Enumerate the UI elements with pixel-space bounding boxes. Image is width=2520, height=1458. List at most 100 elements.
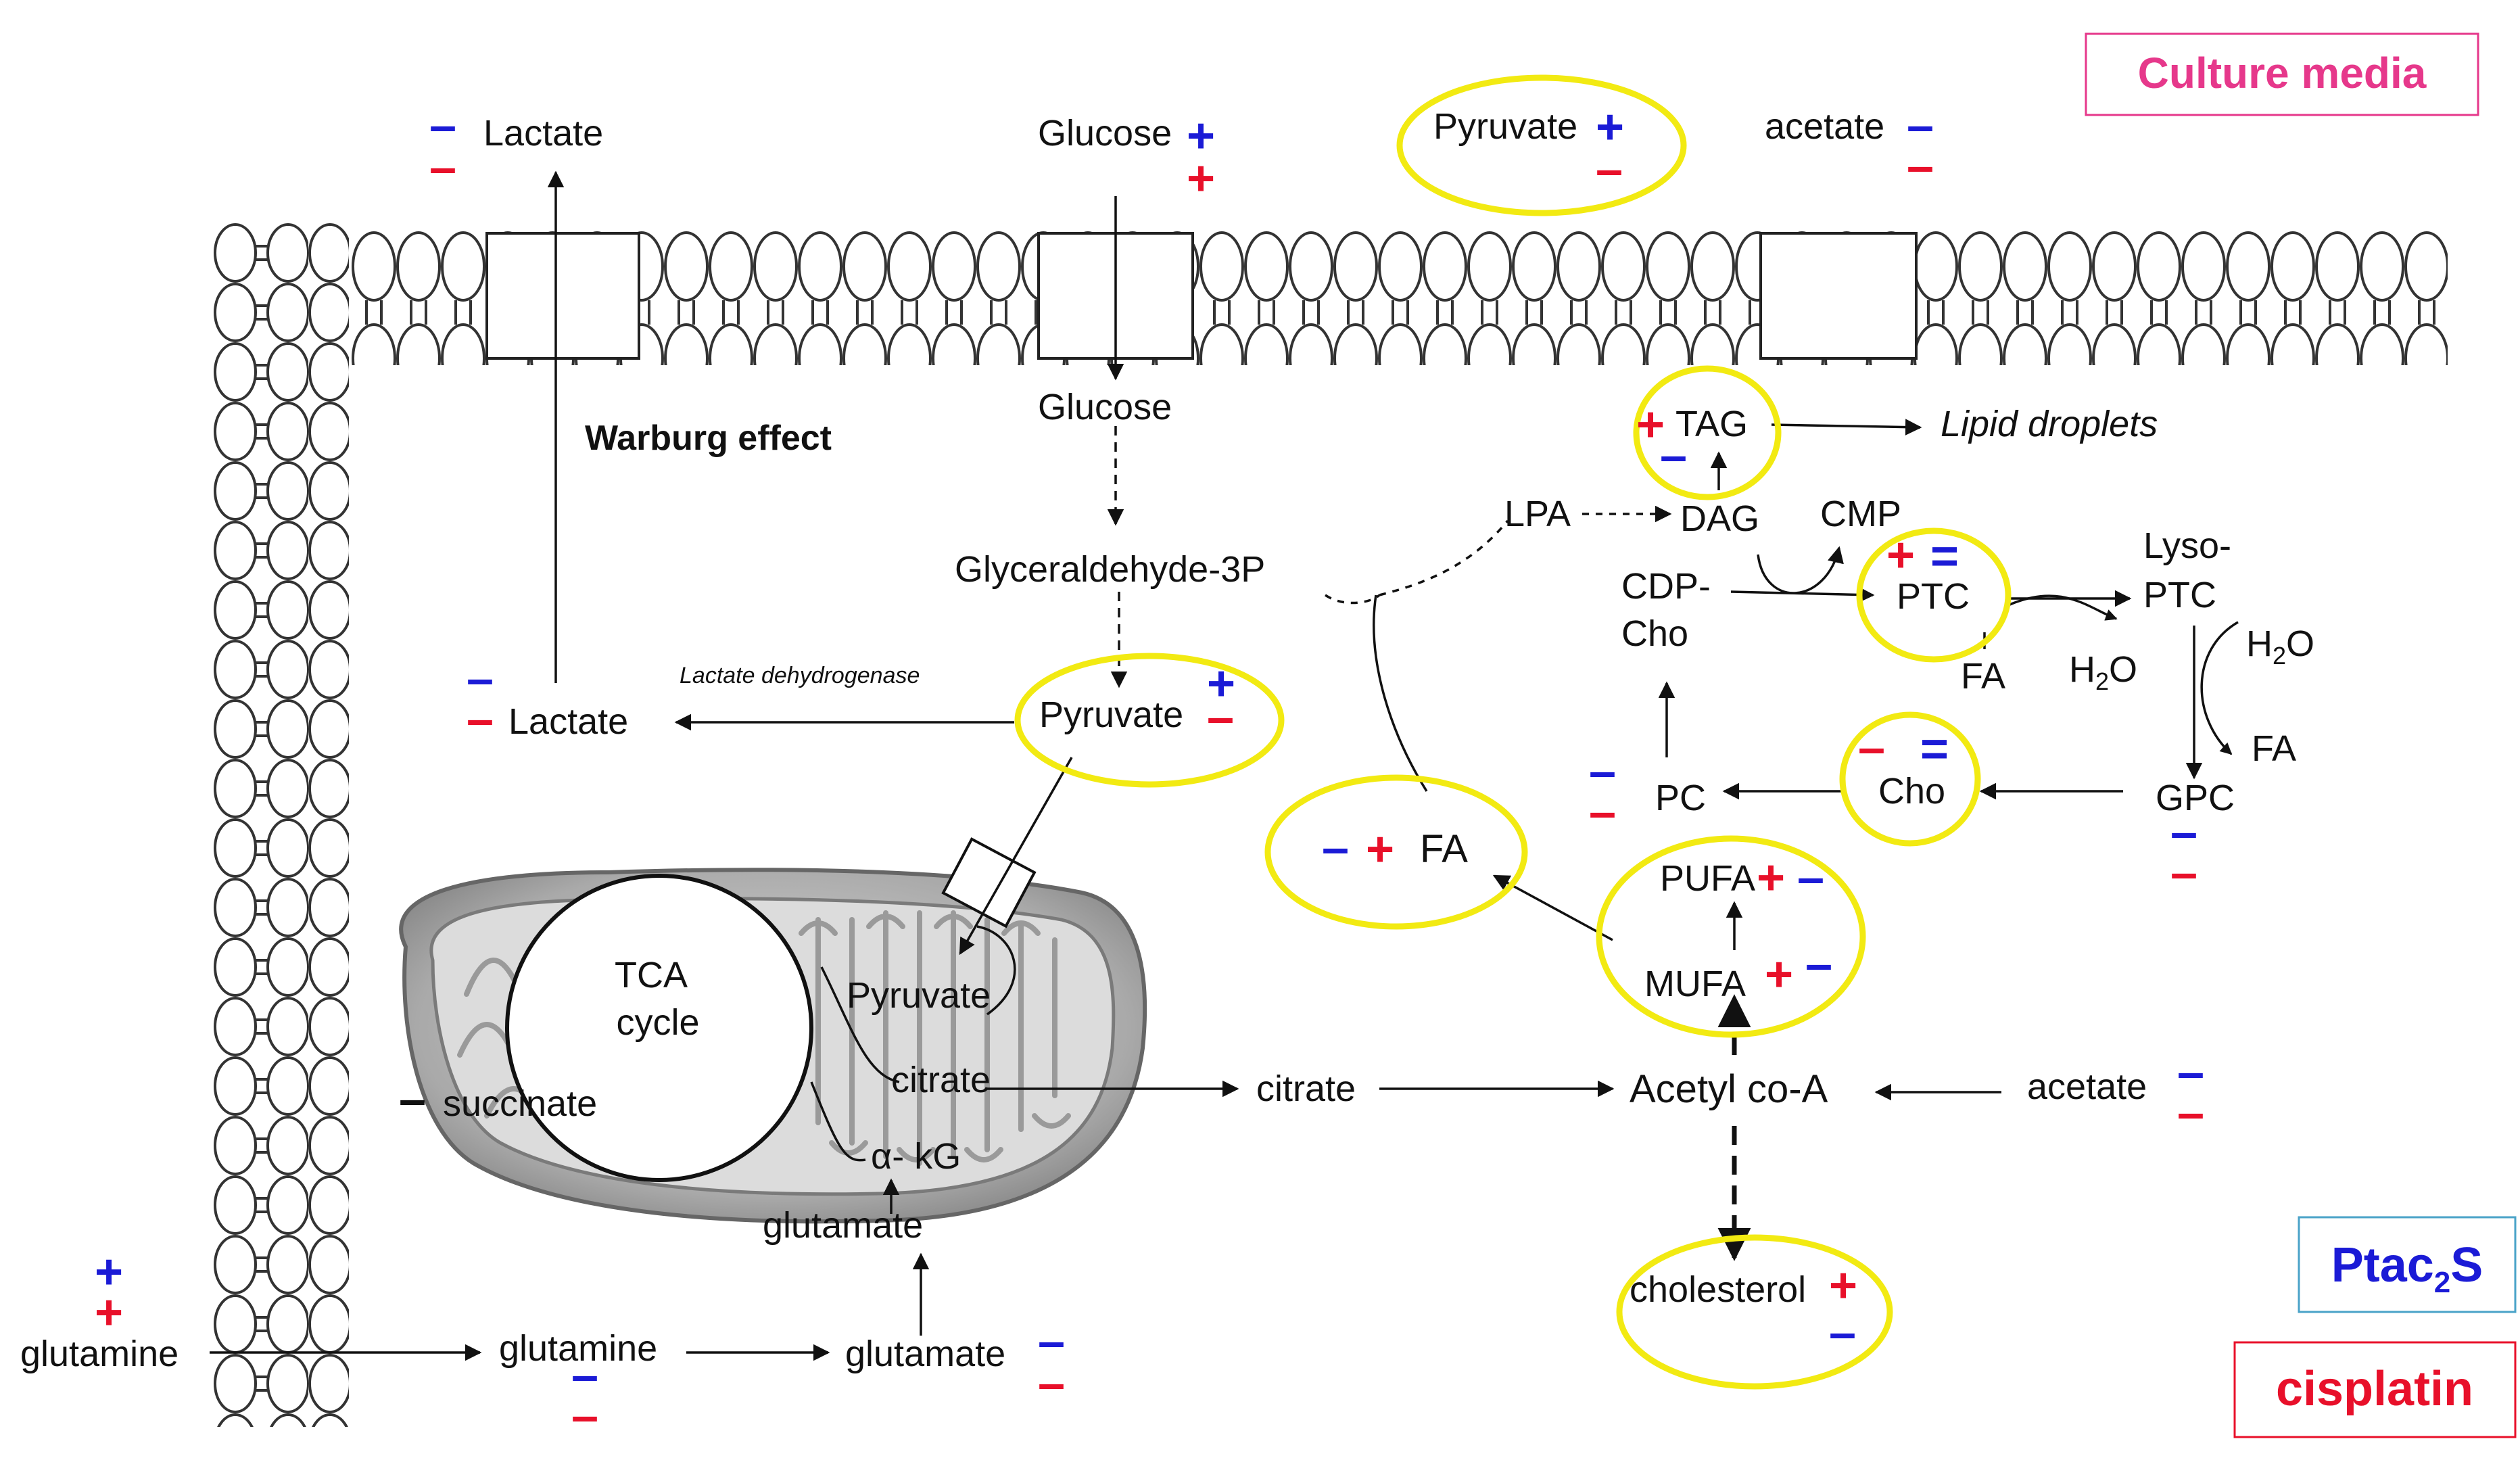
- label-pyruvate-ext: Pyruvate: [1433, 106, 1577, 147]
- sign-glutamine-ext-ptac: +: [95, 1245, 123, 1299]
- label-warburg: Warburg effect: [585, 419, 832, 458]
- ring-mufa-pufa: [1596, 835, 1866, 1038]
- sign-gpc-ptac: –: [2170, 805, 2197, 860]
- label-ldh: Lactate dehydrogenase: [680, 663, 920, 688]
- legend-culture-box: [2085, 32, 2479, 116]
- label-akg: α- kG: [871, 1136, 961, 1177]
- legend: Culture media Ptac2S cisplatin: [2085, 32, 2517, 1438]
- label-dag: DAG: [1680, 498, 1759, 539]
- label-lipid-droplets: Lipid droplets: [1941, 404, 2158, 444]
- sign-cho-cis: –: [1858, 721, 1885, 775]
- label-lyso-ptc-1: Lyso-: [2143, 525, 2231, 566]
- ring-cholesterol: [1616, 1234, 1893, 1390]
- label-lpa: LPA: [1504, 494, 1571, 534]
- label-pyruvate-mito: Pyruvate: [847, 975, 991, 1016]
- sign-mufa-cis: +: [1765, 947, 1793, 1002]
- label-glutamine-ext: glutamine: [20, 1334, 179, 1374]
- sign-pufa-cis: +: [1757, 851, 1785, 905]
- ring-pyruvate-cyto: [1014, 653, 1285, 788]
- label-g3p: Glyceraldehyde-3P: [955, 549, 1265, 590]
- label-cdp-cho-2: Cho: [1621, 613, 1688, 654]
- sign-cho-ptac: =: [1920, 722, 1949, 776]
- ring-fa: [1264, 774, 1528, 930]
- sign-mufa-ptac: –: [1805, 937, 1832, 991]
- label-acetyl-coa: Acetyl co-A: [1630, 1067, 1828, 1111]
- sign-lactate-ext-ptac: –: [429, 99, 456, 153]
- label-tca-1: TCA: [615, 955, 688, 995]
- signs: – – + + + – – – – – + – – + + – – – – – …: [95, 99, 2204, 1443]
- sign-cholesterol-ptac: –: [1829, 1306, 1856, 1360]
- legend-culture-media: Culture media: [2138, 49, 2427, 97]
- sign-fa-ptac: –: [1322, 821, 1349, 875]
- label-fa-gpc: FA: [2252, 728, 2296, 769]
- sign-cholesterol-cis: +: [1829, 1259, 1857, 1313]
- sign-glutamine-cyto-ptac: –: [571, 1348, 598, 1403]
- sign-glutamate-cyto-ptac: –: [1038, 1315, 1065, 1369]
- sign-acetate-cyto-cis: –: [2177, 1086, 2204, 1140]
- label-ptc: PTC: [1897, 576, 1970, 617]
- label-citrate-cyto: citrate: [1256, 1068, 1356, 1109]
- sign-gpc-cis: –: [2170, 846, 2197, 900]
- label-pc: PC: [1655, 778, 1706, 818]
- sign-pufa-ptac: –: [1797, 851, 1824, 905]
- label-pyruvate-cyto: Pyruvate: [1039, 695, 1183, 735]
- membrane-horizontal: [352, 230, 2448, 365]
- pyruvate-transporter: [1759, 232, 1918, 360]
- sign-pyruvate-ext-cis: –: [1596, 143, 1623, 197]
- label-fa-ptc: FA: [1961, 656, 2005, 697]
- sign-succinate-ptac: –: [399, 1073, 426, 1127]
- cell-membrane: [214, 223, 2448, 1427]
- sign-tag-ptac: –: [1660, 429, 1687, 483]
- label-pufa: PUFA: [1660, 858, 1755, 899]
- sign-pyruvate-cyto-cis: –: [1207, 690, 1234, 745]
- label-succinate: succinate: [443, 1083, 597, 1124]
- sign-lactate-cyto-cis: –: [467, 692, 494, 747]
- label-glucose-cyto: Glucose: [1038, 387, 1172, 427]
- sign-acetate-ext-cis: –: [1907, 139, 1934, 193]
- ring-cho: [1839, 711, 1981, 847]
- ring-pyruvate-ext: [1396, 74, 1687, 216]
- label-cholesterol: cholesterol: [1630, 1269, 1806, 1310]
- legend-cisplatin: cisplatin: [2276, 1362, 2473, 1416]
- label-glutamine-cyto: glutamine: [499, 1328, 657, 1369]
- label-glutamate-mito: glutamate: [763, 1205, 923, 1246]
- sign-lactate-ext-cis: –: [429, 141, 456, 195]
- sign-pyruvate-ext-ptac: +: [1596, 100, 1624, 154]
- legend-ptac-box: [2298, 1216, 2517, 1313]
- sign-pyruvate-cyto-ptac: +: [1207, 657, 1235, 711]
- label-mufa: MUFA: [1644, 964, 1746, 1004]
- highlight-rings: [1014, 74, 2012, 1390]
- label-tca-2: cycle: [616, 1002, 699, 1043]
- sign-ptc-cis: +: [1886, 528, 1915, 582]
- sign-glucose-ext-cis: +: [1187, 151, 1215, 206]
- sign-pc-cis: –: [1589, 785, 1616, 839]
- label-glucose-ext: Glucose: [1038, 113, 1172, 154]
- label-tag: TAG: [1675, 404, 1748, 444]
- legend-cisplatin-box: [2233, 1341, 2517, 1438]
- ring-tag: [1633, 365, 1782, 500]
- sign-glutamine-ext-cis: +: [95, 1286, 123, 1340]
- label-cmp: CMP: [1820, 494, 1901, 534]
- sign-fa-cis: +: [1366, 822, 1394, 876]
- sign-tag-cis: +: [1636, 398, 1665, 452]
- label-acetate-ext: acetate: [1765, 106, 1884, 147]
- sign-ptc-ptac: =: [1930, 530, 1959, 584]
- label-acetate-cyto: acetate: [2027, 1066, 2147, 1107]
- label-lyso-ptc-2: PTC: [2143, 575, 2216, 615]
- sign-pc-ptac: –: [1589, 745, 1616, 799]
- ring-ptc: [1856, 527, 2012, 663]
- tca-cycle-circle: [505, 874, 813, 1182]
- sign-lactate-cyto-ptac: –: [467, 652, 494, 706]
- label-citrate-mito: citrate: [891, 1060, 991, 1100]
- membrane-vertical: [214, 223, 349, 1427]
- legend-ptac2s: Ptac2S: [2331, 1238, 2483, 1299]
- sign-acetate-ext-ptac: –: [1907, 99, 1934, 153]
- sign-glutamate-cyto-cis: –: [1038, 1357, 1065, 1411]
- lactate-transporter: [485, 232, 640, 360]
- transporters: [485, 232, 1918, 360]
- sign-glutamine-cyto-cis: –: [571, 1389, 598, 1443]
- labels: Lactate Glucose Pyruvate acetate Glucose…: [20, 106, 2314, 1374]
- sign-glucose-ext-ptac: +: [1187, 109, 1215, 163]
- label-gpc: GPC: [2156, 778, 2235, 818]
